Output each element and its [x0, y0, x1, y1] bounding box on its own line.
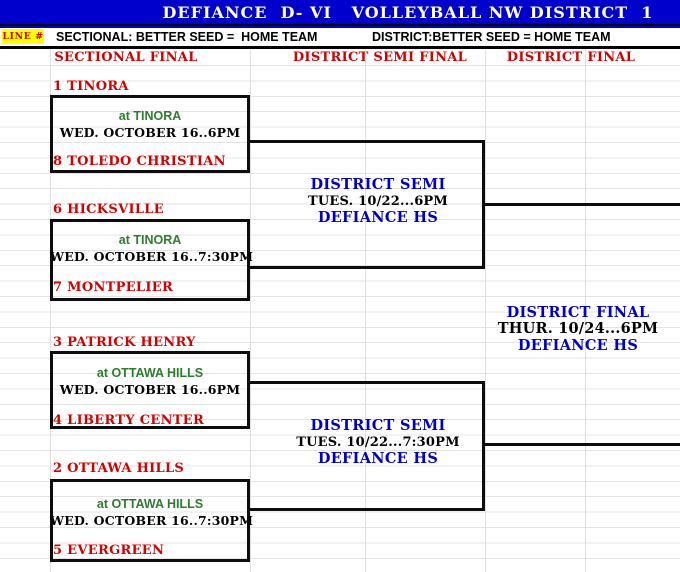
column-header-district-final: DISTRICT FINAL — [506, 50, 636, 65]
grid-column-line — [585, 49, 586, 572]
district-semi2-datetime: TUES. 10/22...7:30PM — [296, 435, 460, 450]
match-venue: at TINORA — [118, 233, 182, 247]
district-final-venue: DEFIANCE HS — [517, 337, 639, 354]
grid-column-line — [485, 49, 486, 572]
district-semi1-venue: DEFIANCE HS — [317, 209, 439, 226]
column-header-sectional-final: SECTIONAL FINAL — [54, 50, 198, 65]
district-home-note: DISTRICT:BETTER SEED = HOME TEAM — [372, 30, 611, 44]
team-seed-top: 2 OTTAWA HILLS — [53, 461, 185, 476]
bracket-line-semi2-vertical — [482, 381, 485, 511]
info-bar: LINE # SECTIONAL: BETTER SEED = HOME TEA… — [0, 28, 680, 49]
bracket-line-semi2-bottom — [250, 508, 484, 511]
sectional-home-note: SECTIONAL: BETTER SEED = HOME TEAM — [56, 30, 318, 44]
team-seed-bottom: 7 MONTPELIER — [53, 280, 174, 295]
match-venue: at TINORA — [118, 109, 182, 123]
district-final-datetime: THUR. 10/24...6PM — [497, 320, 659, 337]
district-semi2-venue: DEFIANCE HS — [317, 450, 439, 467]
team-seed-top: 3 PATRICK HENRY — [53, 335, 196, 350]
bracket-line-semi1-bottom — [250, 266, 484, 269]
bracket-line-semi2-top — [250, 381, 484, 384]
bracket-line-semi2-winner — [482, 443, 680, 446]
match-datetime: WED. OCTOBER 16..6PM — [59, 125, 241, 140]
district-semi1-datetime: TUES. 10/22...6PM — [307, 194, 448, 209]
district-semi2-title: DISTRICT SEMI — [310, 417, 446, 434]
line-number-badge: LINE # — [2, 29, 44, 44]
team-seed-bottom: 4 LIBERTY CENTER — [53, 413, 205, 428]
match-box-4 — [50, 479, 250, 562]
title-banner: DEFIANCE D- VI VOLLEYBALL NW DISTRICT 1 — [0, 0, 680, 26]
match-venue: at OTTAWA HILLS — [96, 497, 204, 511]
district-semi1-title: DISTRICT SEMI — [310, 176, 446, 193]
bracket-line-semi1-winner — [482, 203, 680, 206]
match-box-2 — [50, 219, 250, 301]
team-seed-bottom: 8 TOLEDO CHRISTIAN — [53, 154, 226, 169]
page-title: DEFIANCE D- VI VOLLEYBALL NW DISTRICT 1 — [162, 3, 654, 22]
match-datetime: WED. OCTOBER 16..7:30PM — [50, 513, 254, 528]
district-final-title: DISTRICT FINAL — [506, 304, 650, 321]
match-datetime: WED. OCTOBER 16..7:30PM — [50, 249, 254, 264]
spreadsheet-gridlines — [0, 65, 680, 572]
team-seed-top: 6 HICKSVILLE — [53, 202, 164, 217]
banner-underline — [0, 26, 680, 28]
bracket-line-semi1-top — [250, 140, 484, 143]
grid-column-line — [365, 49, 366, 572]
grid-column-line — [50, 49, 51, 572]
match-datetime: WED. OCTOBER 16..6PM — [59, 382, 241, 397]
match-box-3 — [50, 351, 250, 429]
match-venue: at OTTAWA HILLS — [96, 366, 204, 380]
team-seed-top: 1 TINORA — [53, 79, 129, 94]
column-header-district-semi-final: DISTRICT SEMI FINAL — [292, 50, 468, 65]
team-seed-bottom: 5 EVERGREEN — [53, 543, 165, 558]
match-box-1 — [50, 95, 250, 173]
grid-column-line — [250, 49, 251, 572]
